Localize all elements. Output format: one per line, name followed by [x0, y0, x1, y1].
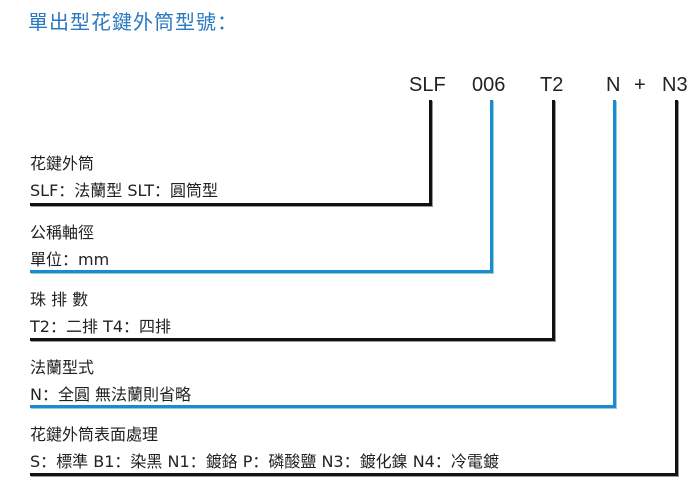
code-size: 006 [472, 74, 506, 96]
section-detail: S：標準 B1：染黑 N1：鍍鉻 P：磷酸鹽 N3：鍍化鎳 N4：冷電鍍 [30, 452, 499, 471]
connector-series [429, 100, 432, 206]
underline-surface [30, 473, 678, 476]
code-balls: T2 [540, 74, 564, 96]
section-heading: 珠 排 數 [30, 290, 89, 309]
section-heading: 花鍵外筒表面處理 [30, 425, 159, 444]
code-series: SLF [409, 74, 446, 96]
section-heading: 公稱軸徑 [30, 223, 95, 242]
connector-size [490, 100, 493, 273]
code-surface: N3 [662, 74, 688, 96]
section-detail: SLF：法蘭型 SLT：圓筒型 [30, 181, 219, 200]
underline-balls [30, 338, 555, 341]
connector-balls [552, 100, 555, 341]
underline-size [30, 270, 493, 273]
code-flange: N [606, 74, 621, 96]
section-detail: T2：二排 T4：四排 [30, 317, 171, 336]
section-detail: 單位：mm [30, 250, 110, 269]
code-plus: + [634, 74, 646, 96]
diagram-title: 單出型花鍵外筒型號： [28, 10, 238, 34]
section-heading: 法蘭型式 [30, 358, 95, 377]
underline-series [30, 203, 432, 206]
connector-flange [613, 100, 616, 408]
section-heading: 花鍵外筒 [30, 154, 95, 173]
underline-flange [30, 405, 616, 408]
section-detail: N：全圓 無法蘭則省略 [30, 385, 192, 404]
connector-surface [675, 100, 678, 476]
